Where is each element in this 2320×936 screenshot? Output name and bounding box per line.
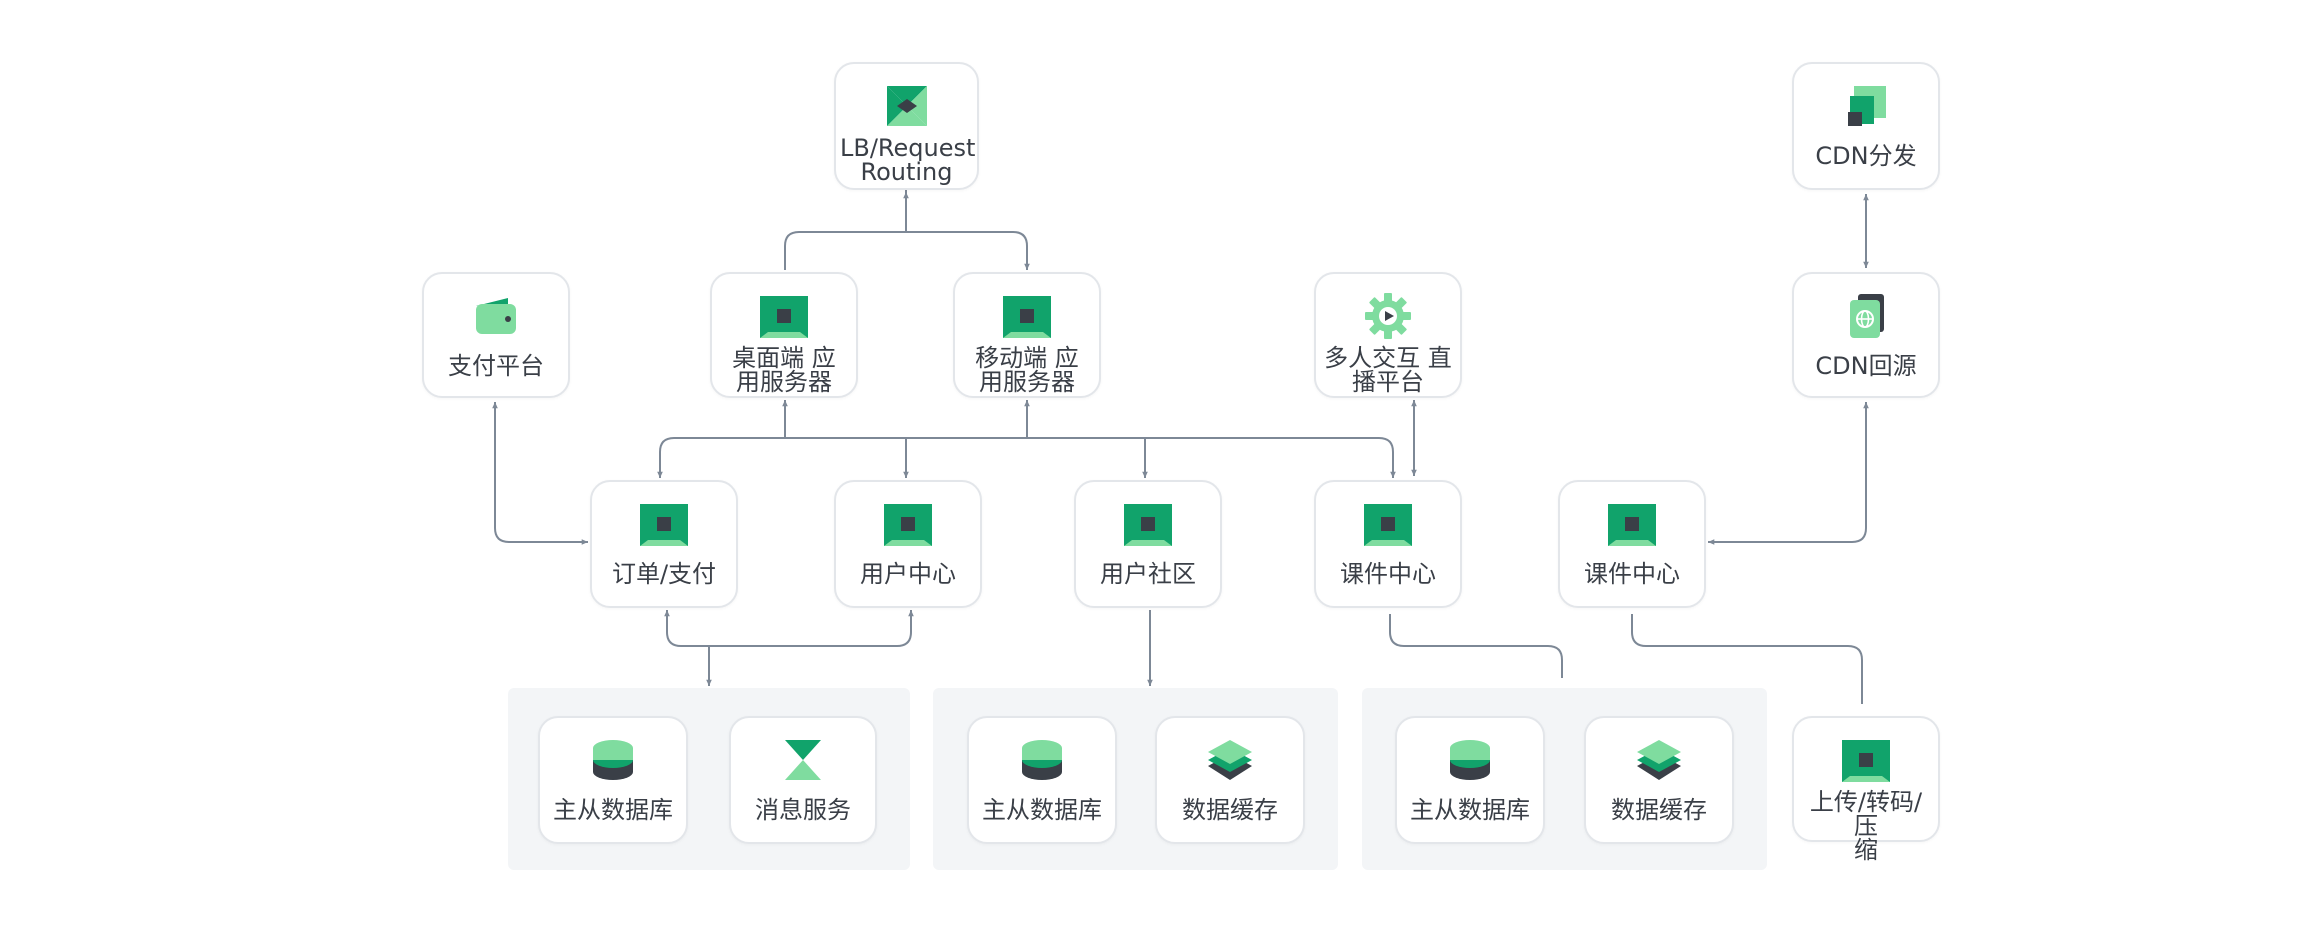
- node-label: 用户中心: [860, 560, 956, 588]
- node-label: 主从数据库: [982, 796, 1102, 824]
- bowtie-icon: [883, 82, 931, 130]
- node-cdn-origin[interactable]: CDN回源: [1792, 272, 1940, 398]
- node-label: 主从数据库: [1410, 796, 1530, 824]
- layers-icon: [1635, 736, 1683, 784]
- node-label: 用户社区: [1100, 560, 1196, 588]
- node-master-slave-db-1[interactable]: 主从数据库: [538, 716, 688, 844]
- database-icon: [1446, 736, 1494, 784]
- node-data-cache-3[interactable]: 数据缓存: [1584, 716, 1734, 844]
- node-label: 主从数据库: [553, 796, 673, 824]
- node-label: 多人交互 直 播平台: [1324, 344, 1452, 396]
- node-live-platform[interactable]: 多人交互 直 播平台: [1314, 272, 1462, 398]
- server-icon: [1842, 736, 1890, 784]
- server-icon: [760, 292, 808, 340]
- node-data-cache-2[interactable]: 数据缓存: [1155, 716, 1305, 844]
- hourglass-icon: [779, 736, 827, 784]
- node-cdn-distribution[interactable]: CDN分发: [1792, 62, 1940, 190]
- wallet-icon: [472, 292, 520, 340]
- node-lb-request-routing[interactable]: LB/Request Routing: [834, 62, 979, 190]
- layers-icon: [1206, 736, 1254, 784]
- server-icon: [1124, 500, 1172, 548]
- node-label: LB/Request Routing: [840, 134, 976, 186]
- node-label: CDN回源: [1815, 352, 1917, 380]
- database-icon: [589, 736, 637, 784]
- node-label: 上传/转码/压 缩: [1809, 788, 1923, 864]
- node-courseware-center-b[interactable]: 课件中心: [1558, 480, 1706, 608]
- node-order-payment[interactable]: 订单/支付: [590, 480, 738, 608]
- node-label: 移动端 应 用服务器: [975, 344, 1079, 396]
- node-user-community[interactable]: 用户社区: [1074, 480, 1222, 608]
- server-icon: [1003, 292, 1051, 340]
- node-master-slave-db-2[interactable]: 主从数据库: [967, 716, 1117, 844]
- server-icon: [884, 500, 932, 548]
- server-icon: [1364, 500, 1412, 548]
- node-label: 数据缓存: [1182, 796, 1278, 824]
- database-icon: [1018, 736, 1066, 784]
- node-desktop-app-server[interactable]: 桌面端 应 用服务器: [710, 272, 858, 398]
- link-courseware-a: [1389, 614, 1563, 678]
- node-upload-transcode-compress[interactable]: 上传/转码/压 缩: [1792, 716, 1940, 862]
- link-bus: [659, 437, 1396, 478]
- node-payment-platform[interactable]: 支付平台: [422, 272, 570, 398]
- node-label: 课件中心: [1584, 560, 1680, 588]
- node-message-service[interactable]: 消息服务: [729, 716, 877, 844]
- passport-globe-icon: [1842, 292, 1890, 340]
- server-icon: [640, 500, 688, 548]
- node-label: 支付平台: [448, 352, 544, 380]
- node-user-center[interactable]: 用户中心: [834, 480, 982, 608]
- gear-play-icon: [1364, 292, 1412, 340]
- node-label: 课件中心: [1340, 560, 1436, 588]
- link-origin-courseware: [1708, 402, 1869, 545]
- node-label: CDN分发: [1815, 142, 1917, 170]
- node-label: 桌面端 应 用服务器: [732, 344, 836, 396]
- link-pay-order: [492, 402, 588, 545]
- node-mobile-app-server[interactable]: 移动端 应 用服务器: [953, 272, 1101, 398]
- link-courseware-upload: [1631, 614, 1863, 704]
- stacked-squares-icon: [1842, 82, 1890, 130]
- link-order-user-group: [664, 610, 914, 647]
- node-label: 消息服务: [755, 796, 851, 824]
- node-label: 订单/支付: [611, 560, 717, 588]
- node-label: 数据缓存: [1611, 796, 1707, 824]
- node-courseware-center-a[interactable]: 课件中心: [1314, 480, 1462, 608]
- node-master-slave-db-3[interactable]: 主从数据库: [1395, 716, 1545, 844]
- server-icon: [1608, 500, 1656, 548]
- link-lb-desktop: [784, 231, 1030, 270]
